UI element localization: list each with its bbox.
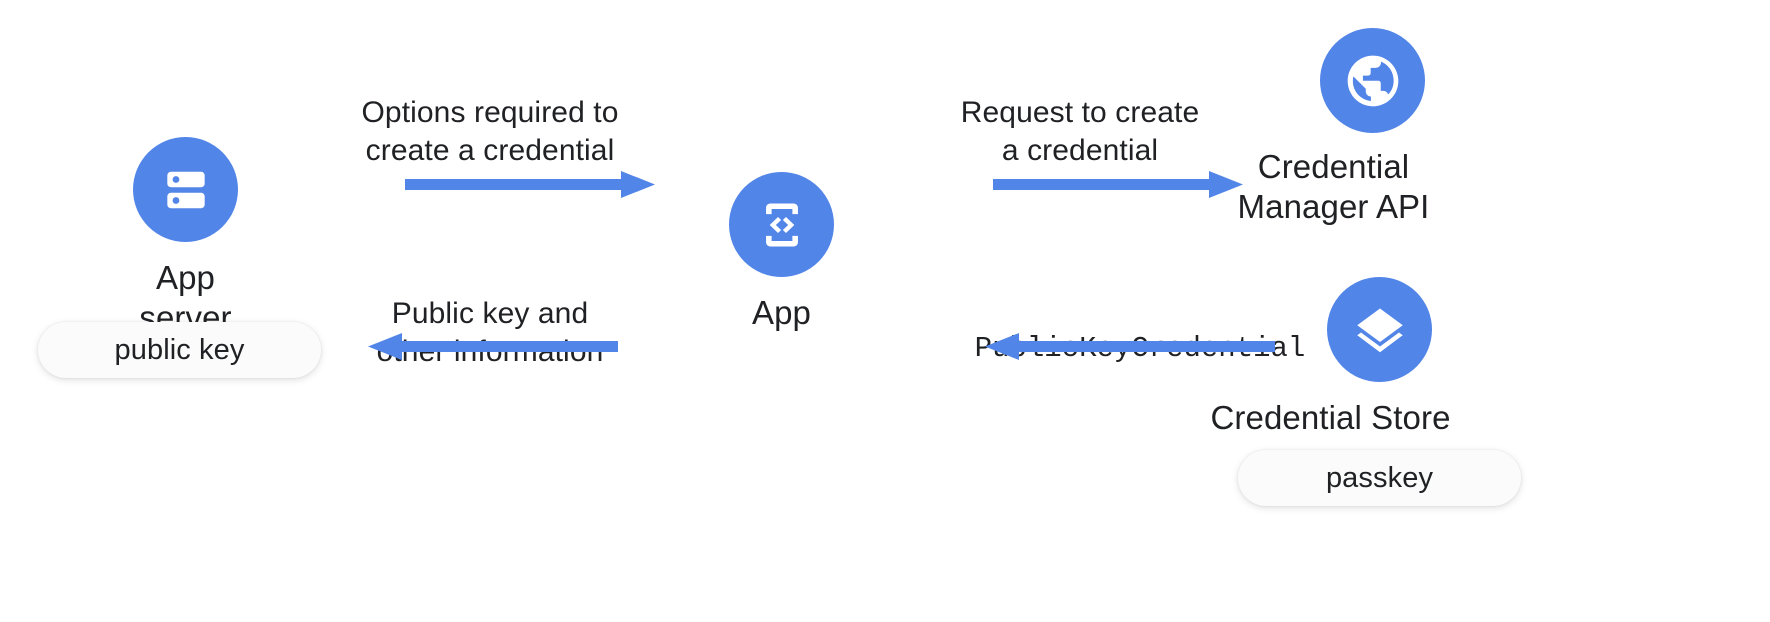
globe-icon	[1320, 28, 1425, 133]
pill-public-key: public key	[38, 322, 321, 378]
edge-label-request-to-create: Request to create a credential	[960, 96, 1200, 167]
edge-label-options-required: Options required to create a credential	[361, 96, 619, 167]
app-code-phone-icon	[729, 172, 834, 277]
node-credential-manager-api-label: Credential Manager API	[1237, 148, 1430, 225]
node-app-label: App	[751, 294, 812, 331]
pill-passkey: passkey	[1238, 450, 1521, 506]
node-app: App	[729, 172, 834, 333]
node-app-server: App server	[133, 137, 238, 338]
node-credential-manager-api: Credential Manager API	[1238, 28, 1429, 227]
layers-icon	[1327, 277, 1432, 382]
server-icon	[133, 137, 238, 242]
arrow-public-key-info	[368, 330, 618, 362]
node-credential-store: Credential Store	[1210, 277, 1450, 438]
arrow-publickeycredential	[985, 330, 1275, 362]
node-credential-store-label: Credential Store	[1210, 399, 1451, 436]
arrow-options-required	[405, 168, 655, 200]
arrow-request-to-create	[993, 168, 1243, 200]
